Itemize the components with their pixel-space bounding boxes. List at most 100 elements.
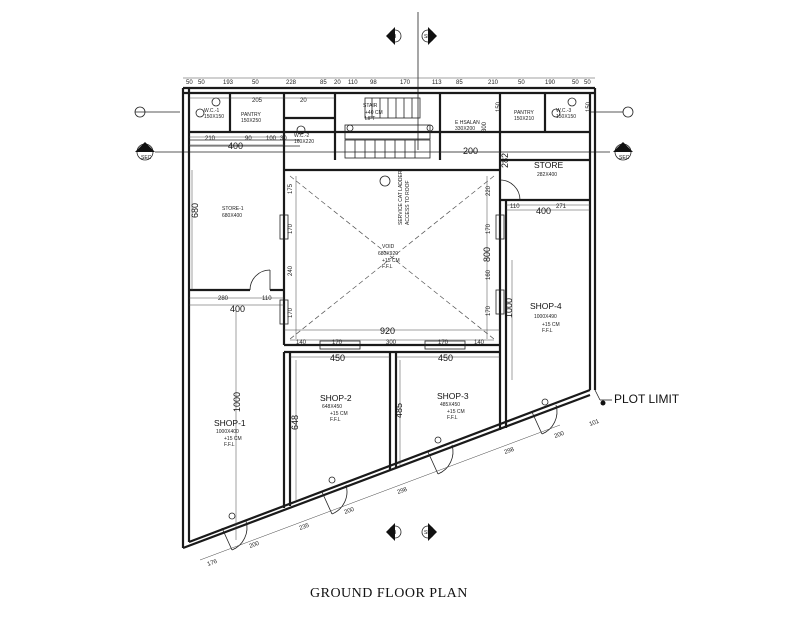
room-name: SHOP-3: [437, 391, 469, 401]
drawing-title: GROUND FLOOR PLAN: [310, 586, 468, 601]
service-band: [189, 93, 590, 160]
room-name: SHOP-1: [214, 418, 246, 428]
dim-text: 300: [482, 121, 488, 132]
room-name: W.C.-3: [556, 108, 571, 114]
room-size: 1000X400: [216, 429, 239, 435]
room-size: 330X200: [455, 126, 475, 132]
room-labels: W.C.-1 150X150 PANTRY 150X250 W.C.-2 160…: [204, 103, 576, 448]
room-level: +15 CM: [542, 322, 560, 328]
dim-text: 400: [228, 141, 243, 151]
room-ffl: F.F.L: [382, 264, 393, 270]
dim-text: 150: [586, 101, 592, 112]
dim-text: 400: [536, 206, 551, 216]
dim-text: 240: [288, 265, 294, 276]
room-name: STORE: [534, 160, 563, 170]
room-name: STAIR: [363, 103, 378, 109]
dim-text: 50: [252, 80, 259, 86]
dim-text: 90: [245, 136, 252, 142]
dim-text: 200: [554, 431, 566, 440]
plot-limit-label: PLOT LIMIT: [614, 392, 680, 406]
room-level: +15 CM: [330, 411, 348, 417]
dim-text: 85: [320, 80, 327, 86]
dim-text: 20: [300, 98, 307, 104]
room-name: SHOP-4: [530, 301, 562, 311]
room-ffl: F.F.L: [330, 417, 341, 423]
dim-text: 170: [332, 340, 343, 346]
room-size: 150X150: [556, 114, 576, 120]
dim-text: 101: [589, 419, 601, 428]
dim-text: 50: [198, 80, 205, 86]
dim-text: 271: [556, 204, 567, 210]
dim-text: 228: [286, 80, 297, 86]
dim-text: 160: [486, 269, 492, 280]
room-ffl: F.F.L: [224, 442, 235, 448]
dim-text: 200: [463, 146, 478, 156]
dim-text: 190: [545, 80, 556, 86]
room-size: 282X400: [537, 172, 557, 178]
dim-text: 170: [400, 80, 411, 86]
dim-text: 450: [330, 353, 345, 363]
room-size: 150X250: [241, 118, 261, 124]
room-note: SERVICE CAT LADDER: [398, 170, 404, 225]
dim-text: 170: [486, 223, 492, 234]
room-name: W.C.-2: [294, 133, 309, 139]
dim-text: 220: [486, 185, 492, 196]
room-name: VOID: [382, 244, 395, 250]
dim-text: 30: [280, 136, 287, 142]
dim-text: 113: [432, 80, 442, 86]
section-marker-a-right: A SEC: [613, 142, 633, 161]
dim-text: 193: [223, 80, 234, 86]
dim-text: 648: [290, 415, 300, 430]
dim-text: 140: [296, 340, 307, 346]
room-note: ACCESS TO ROOF: [405, 180, 411, 225]
section-marker-b-bottom: B SEC: [386, 523, 437, 541]
section-marker-b-top: B SEC: [386, 12, 437, 150]
dim-text: 298: [397, 487, 409, 496]
interior-walls: [189, 158, 590, 508]
section-marker-a-left: A SEC: [135, 142, 610, 161]
dim-text: 50: [518, 80, 525, 86]
dim-text: 920: [380, 326, 395, 336]
dim-text: 50: [186, 80, 193, 86]
room-size: 648X450: [322, 404, 342, 410]
dim-text: 85: [456, 80, 463, 86]
room-size: 680X400: [222, 213, 242, 219]
room-size: 1000X490: [534, 314, 557, 320]
dim-text: 680: [190, 203, 200, 218]
section-letter: B: [393, 34, 397, 40]
dim-text: 280: [218, 296, 229, 302]
small-marker-right: [590, 106, 634, 118]
dim-text: 170: [438, 340, 449, 346]
section-letter: A: [621, 146, 625, 152]
dim-text: 210: [488, 80, 499, 86]
dim-text: 205: [252, 98, 263, 104]
dim-text: 20: [334, 80, 341, 86]
dim-text: 298: [504, 447, 516, 456]
room-ffl: F.F.L: [447, 415, 458, 421]
room-level: +15 CM: [382, 258, 400, 264]
dim-text: 110: [510, 204, 520, 210]
dim-text: 176: [207, 559, 219, 568]
room-name: STORE-1: [222, 206, 244, 212]
room-size: 680X920: [378, 251, 398, 257]
dimension-texts: 50 50 193 50 228 85 20 110 98 170 113 85…: [186, 80, 601, 568]
dim-text: 400: [230, 304, 245, 314]
dim-text: 110: [348, 80, 358, 86]
room-level: +40 CM: [365, 110, 383, 116]
room-name: PANTRY: [514, 110, 534, 116]
room-level: +15 CM: [224, 436, 242, 442]
front-doors: [221, 398, 558, 551]
small-marker-left: [134, 106, 180, 118]
room-size: 150X150: [204, 114, 224, 120]
section-label: SEC: [141, 155, 152, 161]
dimension-lines: [183, 77, 595, 561]
section-letter: A: [143, 146, 147, 152]
section-label: SEC: [619, 155, 630, 161]
dim-text: 300: [386, 340, 397, 346]
dim-text: 170: [486, 305, 492, 316]
room-note: LIFT: [365, 116, 375, 122]
dim-text: 100: [266, 136, 277, 142]
room-name: PANTRY: [241, 112, 261, 118]
dim-text: 200: [249, 541, 261, 550]
